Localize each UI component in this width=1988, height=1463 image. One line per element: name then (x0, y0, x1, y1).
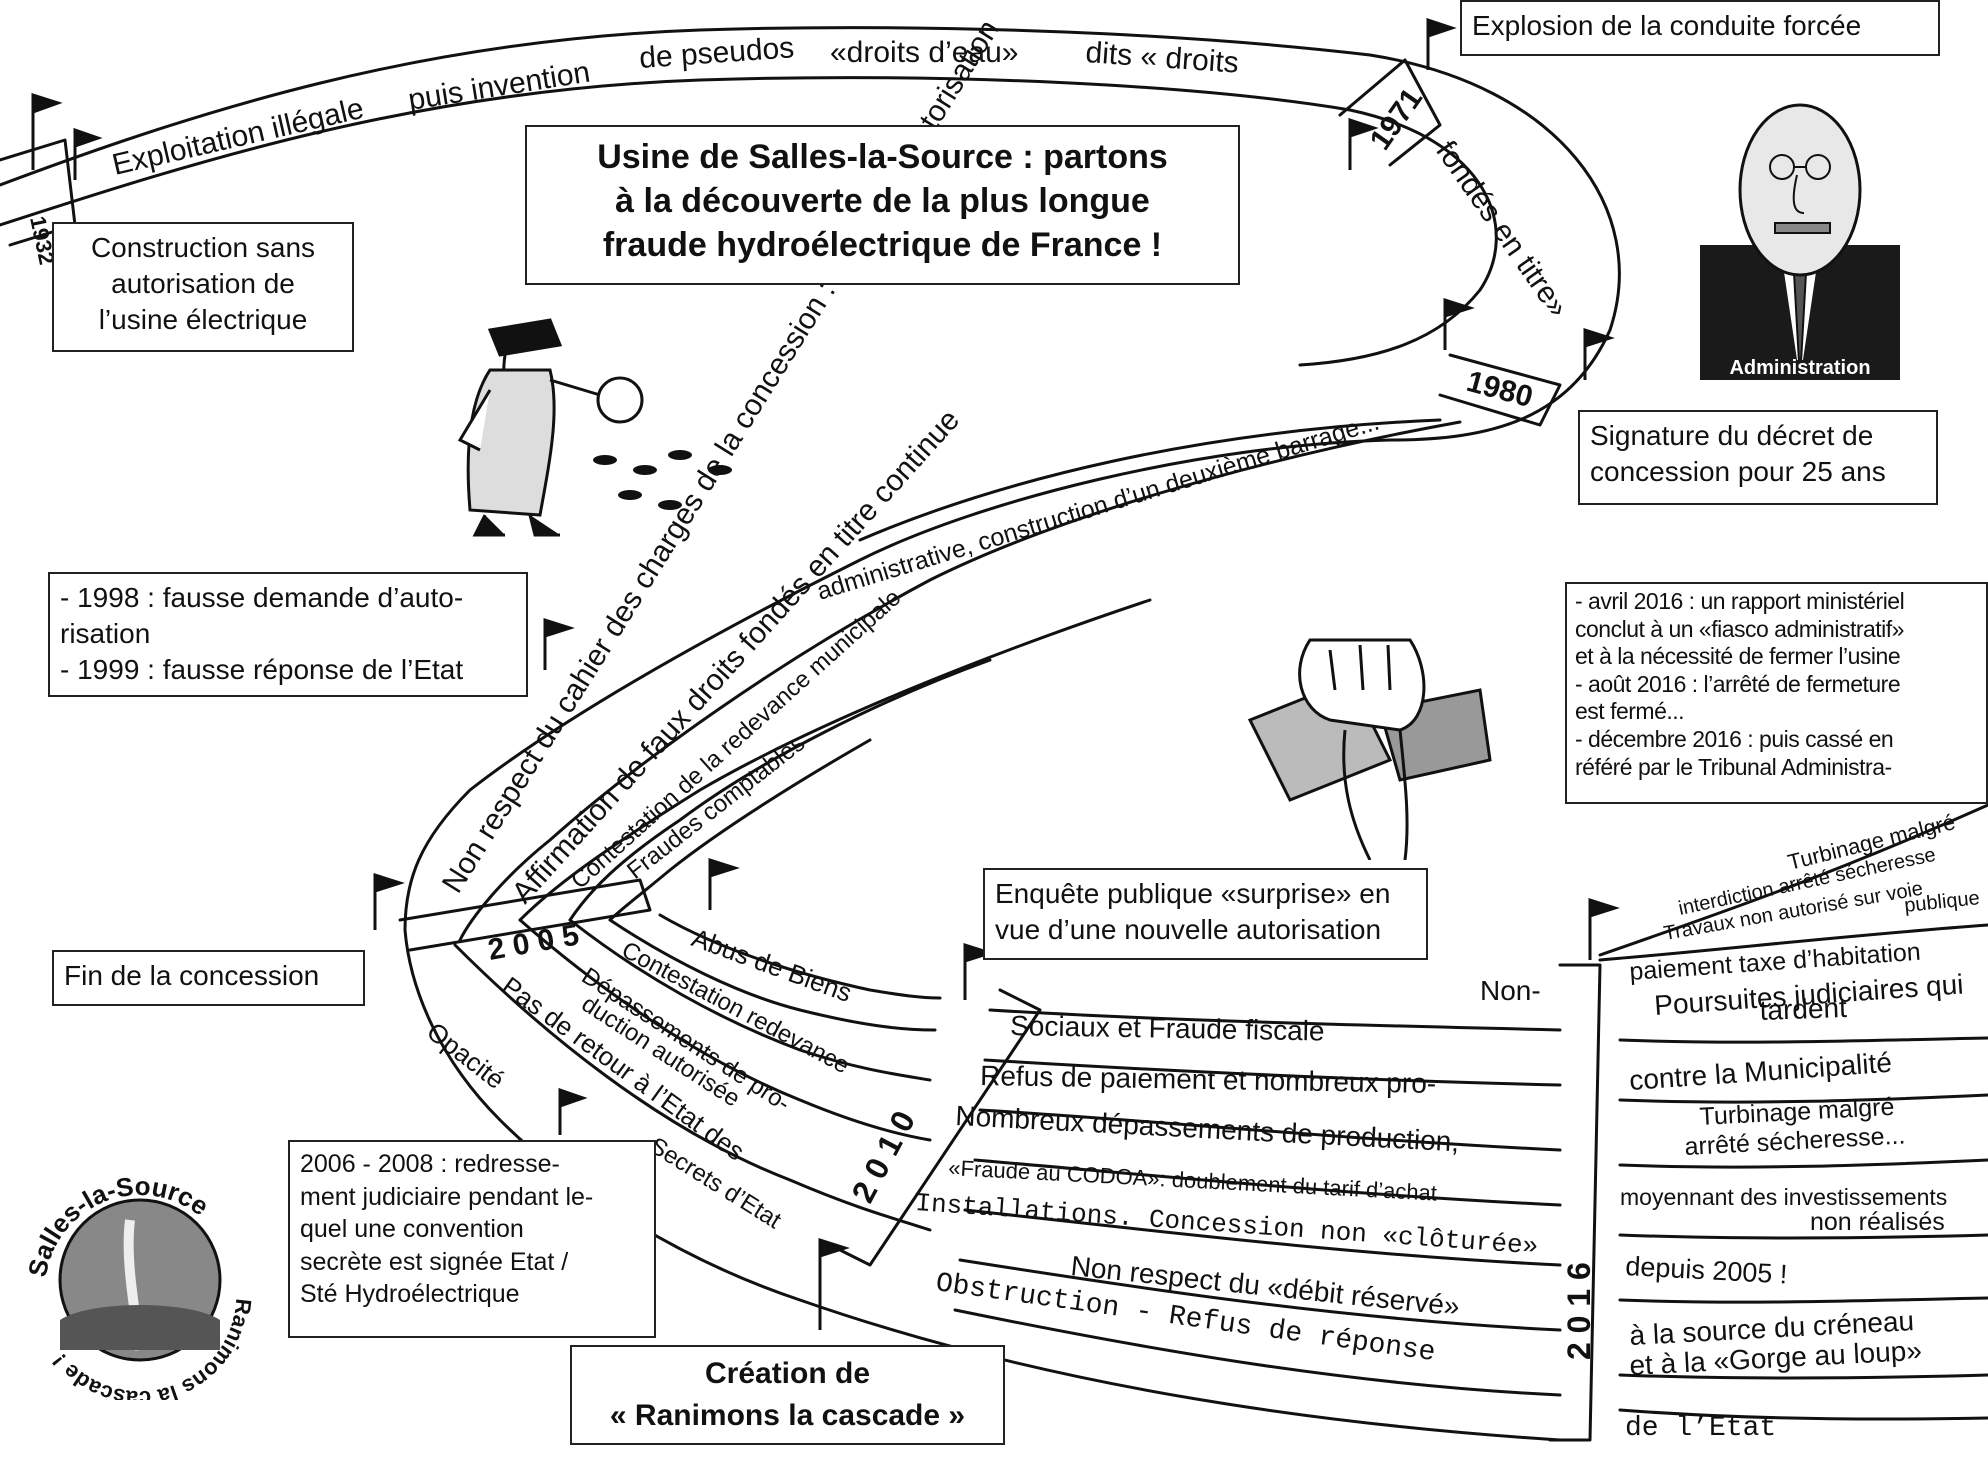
logo-icon: Salles-la-Source Ranimons la cascade ! (22, 1171, 256, 1400)
year-2016: 2 0 1 6 (1561, 1262, 1597, 1360)
detective-icon (457, 318, 732, 537)
road-text-r8: de l’Etat (1625, 1413, 1776, 1444)
road-text-top-b: puis invention (406, 56, 592, 117)
event-enquete: Enquête publique «surprise» en vue d’une… (983, 868, 1428, 960)
year-1971: 1971 (1364, 82, 1429, 156)
title-line: à la découverte de la plus longue (615, 182, 1150, 221)
road-text-top-c: de pseudos (638, 31, 795, 75)
road-text-r2b: tardent (1759, 992, 1847, 1026)
event-rapport: - avril 2016 : un rapport ministériel co… (1565, 582, 1988, 804)
road-text-right-curve: fondés en titre» (1429, 135, 1575, 323)
administration-label: Administration (1729, 357, 1871, 379)
road-text-m1b: Non- (1480, 975, 1541, 1006)
event-fin-concession: Fin de la concession (52, 950, 365, 1006)
road-text-m3: Nombreux dépassements de production, (955, 1100, 1460, 1157)
administration-icon: Administration (1700, 95, 1900, 381)
road-text-m1: Sociaux et Fraude fiscale (1010, 1010, 1325, 1046)
title-line: Usine de Salles-la-Source : partons (597, 138, 1168, 176)
page-title: Usine de Salles-la-Source : partons à la… (525, 125, 1240, 285)
road-text-m2: Refus de paiement et nombreux pro- (980, 1060, 1437, 1099)
fist-money-icon (1247, 638, 1492, 860)
event-fausse-demande: - 1998 : fausse demande d’auto- risation… (48, 572, 528, 697)
road-text-top-d: «droits d’eau» (830, 36, 1018, 69)
road-text-r6: depuis 2005 ! (1625, 1251, 1788, 1289)
event-decret: Signature du décret de concession pour 2… (1578, 410, 1938, 505)
event-explosion: Explosion de la conduite forcée (1460, 0, 1940, 56)
event-construction: Construction sans autorisation de l’usin… (52, 222, 354, 352)
title-line: fraude hydroélectrique de France ! (602, 226, 1163, 265)
road-text-r3: contre la Municipalité (1628, 1047, 1893, 1096)
road-text-r5a: moyennant des investissements (1620, 1184, 1947, 1210)
road-text-top-e: dits « droits (1085, 36, 1240, 80)
event-redressement: 2006 - 2008 : redresse- ment judiciaire … (288, 1140, 656, 1338)
event-creation: Création de « Ranimons la cascade » (570, 1345, 1005, 1445)
road-text-lane-1b: administrative, construction d’un deuxiè… (814, 408, 1383, 606)
road-text-r5b: non réalisés (1810, 1208, 1945, 1236)
flag-icon (31, 17, 1620, 1330)
